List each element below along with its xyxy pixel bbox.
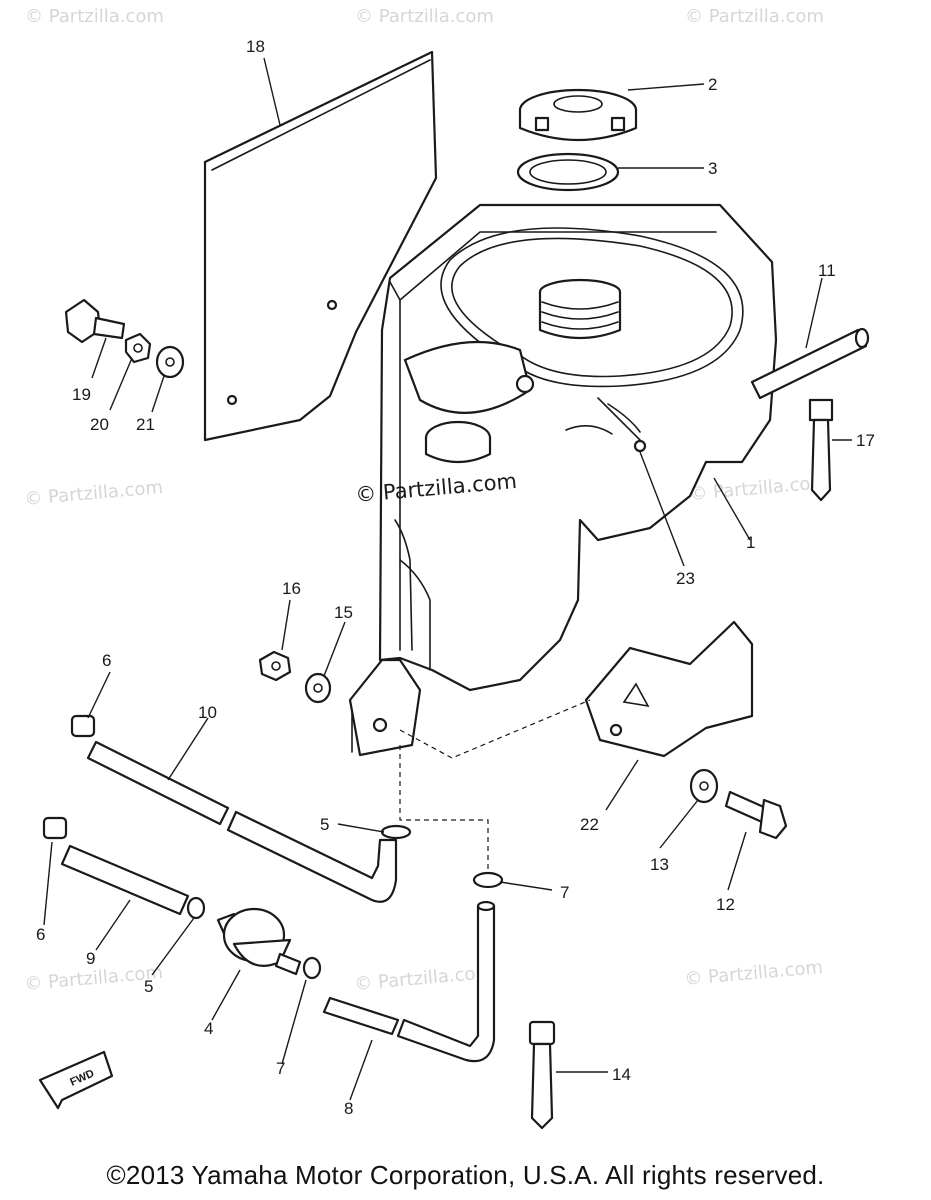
part-6-clamp[interactable]	[70, 714, 96, 738]
callout-12[interactable]: 12	[716, 895, 735, 914]
callout-17[interactable]: 17	[856, 431, 875, 450]
callout-18[interactable]: 18	[246, 37, 265, 56]
callout-6[interactable]: 6	[102, 651, 111, 670]
part-11-breather-hose[interactable]	[750, 327, 870, 400]
callout-13[interactable]: 13	[650, 855, 669, 874]
callout-1[interactable]: 1	[746, 533, 755, 552]
part-1-oil-tank[interactable]	[348, 203, 778, 757]
part-5-clamp[interactable]	[380, 824, 412, 840]
part-7-clamp[interactable]	[302, 956, 322, 980]
assembly-line	[399, 745, 489, 870]
part-7-clamp[interactable]	[472, 871, 504, 889]
assembly-line	[399, 699, 591, 759]
watermark: © Partzilla.com	[689, 472, 829, 505]
callout-19[interactable]: 19	[72, 385, 91, 404]
callout-20[interactable]: 20	[90, 415, 109, 434]
callout-6[interactable]: 6	[36, 925, 45, 944]
part-8-hose[interactable]	[322, 900, 496, 1063]
callout-21[interactable]: 21	[136, 415, 155, 434]
callout-10[interactable]: 10	[198, 703, 217, 722]
callout-2[interactable]: 2	[708, 75, 717, 94]
part-3-seal-ring[interactable]	[516, 152, 620, 192]
callout-7[interactable]: 7	[560, 883, 569, 902]
part-13-washer[interactable]	[689, 768, 719, 804]
part-15-washer[interactable]	[304, 672, 332, 704]
part-14-clip[interactable]	[528, 1020, 556, 1130]
watermark: © Partzilla.com	[354, 962, 494, 995]
part-22-bracket[interactable]	[584, 620, 754, 758]
callout-5[interactable]: 5	[320, 815, 329, 834]
watermark: © Partzilla.com	[685, 6, 824, 27]
part-6-clamp[interactable]	[42, 816, 68, 840]
callout-16[interactable]: 16	[282, 579, 301, 598]
copyright-notice: ©2013 Yamaha Motor Corporation, U.S.A. A…	[106, 1160, 825, 1190]
callout-labels: 1 2 3 4 5 5 6 6 7 7 8 9 10 11 12 13 14 1…	[36, 37, 875, 1118]
leader-lines	[43, 57, 852, 1101]
watermark: © Partzilla.com	[355, 6, 494, 27]
watermark: © Partzilla.com	[25, 6, 164, 27]
callout-23[interactable]: 23	[676, 569, 695, 588]
callout-7[interactable]: 7	[276, 1059, 285, 1078]
part-12-bolt[interactable]	[724, 790, 788, 840]
part-19-bolt[interactable]	[64, 298, 126, 344]
part-5-clamp[interactable]	[186, 896, 206, 920]
callout-8[interactable]: 8	[344, 1099, 353, 1118]
part-4-pump[interactable]	[216, 907, 302, 976]
part-2-tank-cap[interactable]	[518, 88, 638, 142]
callout-14[interactable]: 14	[612, 1065, 631, 1084]
callout-3[interactable]: 3	[708, 159, 717, 178]
callout-11[interactable]: 11	[818, 261, 836, 280]
callout-22[interactable]: 22	[580, 815, 599, 834]
watermark: © Partzilla.com	[24, 477, 164, 510]
part-16-nut[interactable]	[258, 650, 292, 682]
part-23-wire-tie[interactable]	[597, 397, 647, 453]
callout-9[interactable]: 9	[86, 949, 95, 968]
part-9-hose[interactable]	[60, 844, 190, 916]
forward-arrow-icon: FWD	[38, 1050, 114, 1110]
part-10-hose[interactable]	[86, 740, 398, 903]
part-17-clip[interactable]	[808, 398, 834, 502]
part-20-nut[interactable]	[124, 332, 152, 364]
watermark: © Partzilla.com	[684, 957, 824, 990]
part-21-washer[interactable]	[155, 345, 185, 379]
callout-4[interactable]: 4	[204, 1019, 213, 1038]
part-18-panel[interactable]	[203, 50, 438, 442]
callout-5[interactable]: 5	[144, 977, 153, 996]
callout-15[interactable]: 15	[334, 603, 353, 622]
